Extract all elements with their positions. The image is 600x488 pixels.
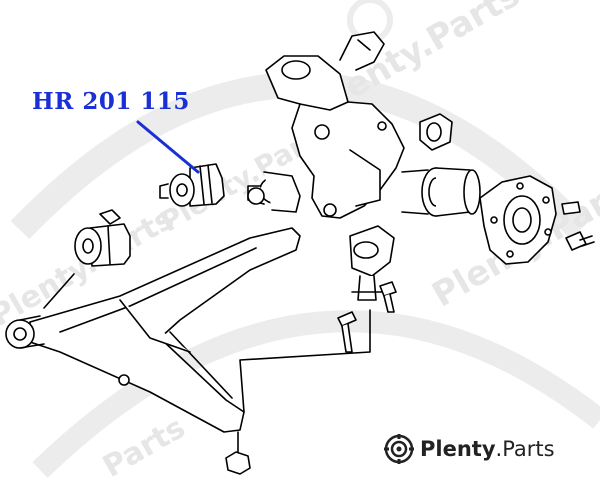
knuckle-bushing xyxy=(419,113,453,151)
front-bushing xyxy=(74,209,131,267)
lower-control-arm xyxy=(29,227,301,433)
ball-joint xyxy=(349,225,395,301)
brand-suffix: .Parts xyxy=(495,437,555,461)
ball-joint-bolts xyxy=(337,281,397,353)
wheel-bolts xyxy=(561,201,595,251)
plenty-gear-icon xyxy=(384,434,414,464)
wheel-bearing xyxy=(401,167,481,217)
part-number-label: HR 201 115 xyxy=(32,88,190,115)
rear-bushing-hr201115 xyxy=(159,163,225,207)
arm-rear-pivot xyxy=(247,171,301,213)
wheel-hub xyxy=(479,175,557,265)
steering-knuckle xyxy=(265,31,405,219)
brand-logo-group: Plenty .Parts xyxy=(384,434,555,464)
arm-front-pivot xyxy=(5,315,45,349)
arm-nut xyxy=(225,431,251,475)
brand-name: Plenty xyxy=(420,437,496,461)
